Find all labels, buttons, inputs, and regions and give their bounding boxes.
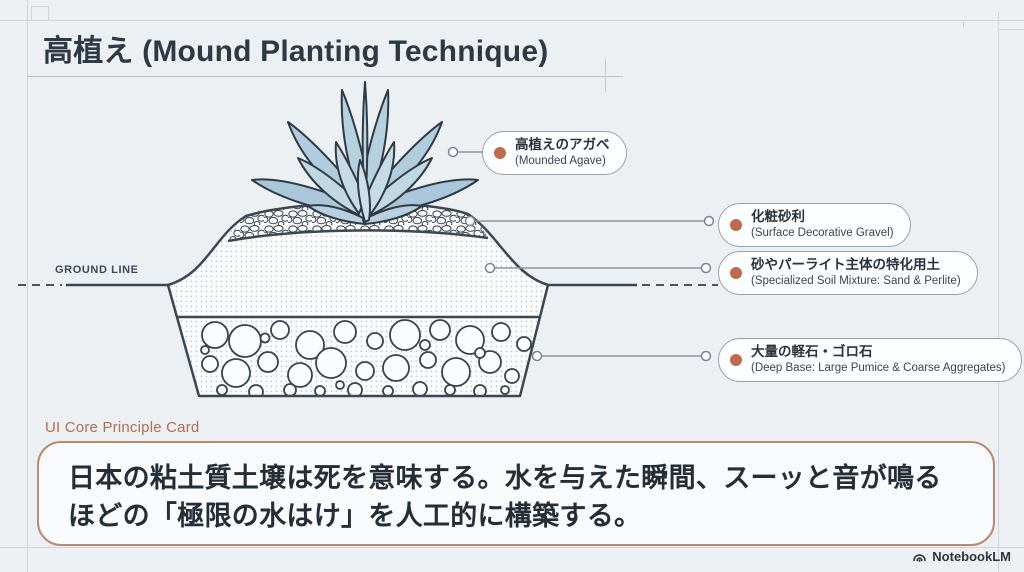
callout-en-label: (Surface Decorative Gravel) xyxy=(751,226,894,239)
notebooklm-logo-icon xyxy=(913,554,927,562)
pumice-layer xyxy=(200,319,532,396)
principle-card: 日本の粘土質土壌は死を意味する。水を与えた瞬間、スーッと音が鳴るほどの「極限の水… xyxy=(37,441,995,546)
callout-en-label: (Deep Base: Large Pumice & Coarse Aggreg… xyxy=(751,361,1006,374)
callout-en-label: (Mounded Agave) xyxy=(515,154,606,167)
principle-card-eyebrow: UI Core Principle Card xyxy=(45,419,200,436)
connector-endpoints xyxy=(447,146,715,362)
bullet-dot-icon xyxy=(730,353,742,366)
bullet-dot-icon xyxy=(730,266,742,279)
callout-pumice-base: 大量の軽石・ゴロ石 (Deep Base: Large Pumice & Coa… xyxy=(718,338,1023,383)
notebooklm-brand: NotebookLM xyxy=(912,549,1011,564)
callout-jp-label: 砂やパーライト主体の特化用土 xyxy=(751,257,940,272)
callout-en-label: (Specialized Soil Mixture: Sand & Perlit… xyxy=(751,274,961,287)
frame-line-top xyxy=(0,20,1024,21)
page-title: 高植え (Mound Planting Technique) xyxy=(43,35,549,68)
frame-tick-small xyxy=(963,20,964,28)
mound-body xyxy=(168,202,548,396)
frame-line-bottom xyxy=(0,547,1024,548)
title-underline-tick xyxy=(605,58,606,92)
callout-jp-label: 化粧砂利 xyxy=(751,209,805,224)
frame-line-right xyxy=(998,12,999,572)
frame-tick-topright xyxy=(998,29,1024,30)
callout-jp-label: 大量の軽石・ゴロ石 xyxy=(751,344,873,359)
frame-line-left xyxy=(27,0,28,572)
bullet-dot-icon xyxy=(494,146,506,159)
title-underline xyxy=(27,76,623,77)
callout-connectors xyxy=(458,151,704,357)
bullet-dot-icon xyxy=(730,218,742,231)
notebooklm-brand-label: NotebookLM xyxy=(932,549,1011,564)
callout-soil-mixture: 砂やパーライト主体の特化用土 (Specialized Soil Mixture… xyxy=(718,251,978,296)
callout-mounded-agave: 高植えのアガベ (Mounded Agave) xyxy=(482,131,627,176)
principle-card-text: 日本の粘土質土壌は死を意味する。水を与えた瞬間、スーッと音が鳴るほどの「極限の水… xyxy=(68,463,942,532)
ground-line-label: GROUND LINE xyxy=(55,264,139,276)
frame-corner-rect xyxy=(31,6,49,21)
callout-jp-label: 高植えのアガベ xyxy=(515,137,610,152)
callout-decorative-gravel: 化粧砂利 (Surface Decorative Gravel) xyxy=(718,203,911,248)
agave-illustration xyxy=(251,81,479,225)
